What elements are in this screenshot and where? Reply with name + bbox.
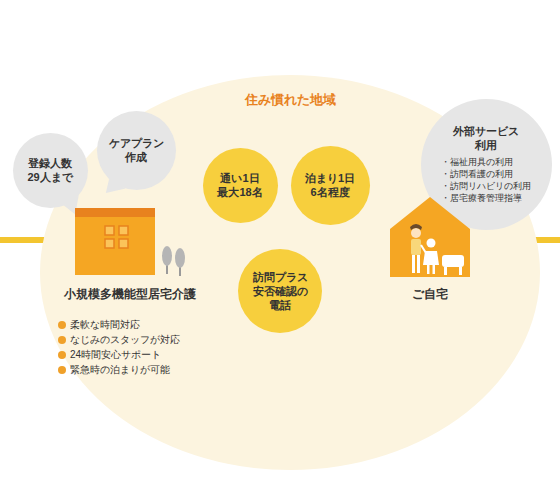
region-ellipse: 住み慣れた地域登録人数 29人までケアプラン 作成通い1日 最大18名泊まり1日…	[40, 75, 540, 470]
bullet-text: 24時間安心サポート	[70, 348, 161, 362]
node-label: 通い1日 最大18名	[211, 171, 269, 200]
info-circle: 泊まり1日 6名程度	[291, 146, 370, 225]
feature-bullet: 緊急時の泊まりが可能	[58, 363, 170, 377]
node-label: 外部サービス 利用	[446, 124, 526, 153]
bullet-dot	[58, 321, 66, 329]
node-label: ケアプラン 作成	[105, 136, 167, 165]
bubble-shape	[97, 111, 176, 190]
home-node: ご自宅	[276, 195, 560, 303]
info-circle: 通い1日 最大18名	[203, 148, 278, 223]
list-item: ・居宅療養管理指導	[441, 192, 522, 204]
node-label: 小規模多機能型居宅介護	[64, 287, 196, 303]
list-item: ・福祉用具の利用	[441, 156, 513, 168]
speech-bubble: 登録人数 29人まで	[13, 133, 88, 208]
bullet-dot	[58, 366, 66, 374]
bullet-text: 柔軟な時間対応	[70, 318, 140, 332]
feature-bullet: 24時間安心サポート	[58, 348, 161, 362]
facility-node: 小規模多機能型居宅介護	[0, 205, 284, 303]
node-label: 訪問プラス 安否確認の 電話	[250, 270, 310, 313]
bullet-text: なじみのスタッフが対応	[70, 333, 180, 347]
bubble-shape	[13, 133, 88, 208]
bullet-text: 緊急時の泊まりが可能	[70, 363, 170, 377]
info-circle: 訪問プラス 安否確認の 電話	[238, 249, 322, 333]
circle-shape	[291, 146, 370, 225]
node-label: 泊まり1日 6名程度	[299, 171, 361, 200]
node-label: ご自宅	[412, 287, 448, 303]
building-illustration	[0, 205, 284, 277]
circle-shape	[203, 148, 278, 223]
bullet-dot	[58, 351, 66, 359]
list-item: ・訪問リハビリの利用	[441, 180, 531, 192]
speech-bubble: ケアプラン 作成	[97, 111, 176, 190]
feature-bullet: 柔軟な時間対応	[58, 318, 140, 332]
bullet-dot	[58, 336, 66, 344]
region-title: 住み慣れた地域	[245, 91, 336, 109]
house-illustration	[276, 195, 560, 277]
list-item: ・訪問看護の利用	[441, 168, 513, 180]
feature-bullet: なじみのスタッフが対応	[58, 333, 180, 347]
node-label: 登録人数 29人まで	[21, 156, 79, 185]
